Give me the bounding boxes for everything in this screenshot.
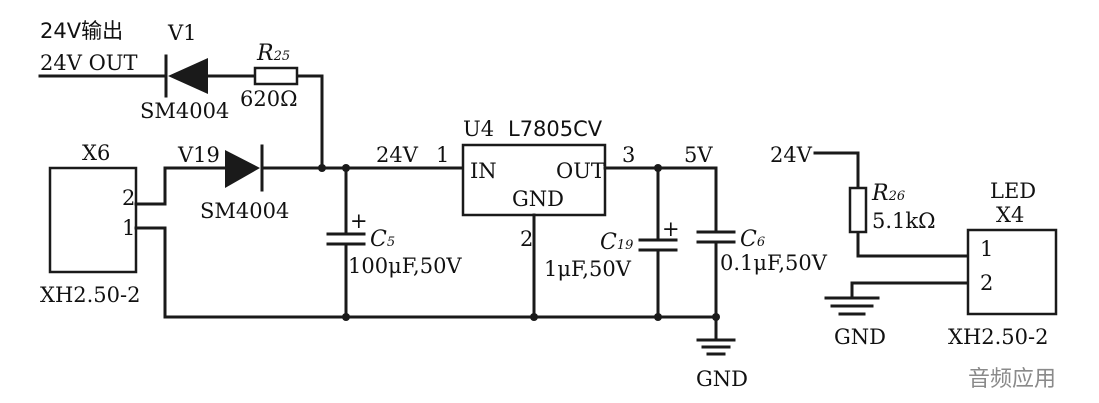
u4-pin3: 3 [622,143,635,167]
x6-pin1: 1 [122,216,135,240]
r25-value: 620Ω [240,87,298,111]
u4-ref: U4 [463,117,494,141]
u4-pin-gnd: GND [512,187,564,211]
led-title: LED [990,179,1036,203]
output-line [38,74,324,170]
v1-part: SM4004 [140,99,229,123]
junction-gnd-c6 [712,313,720,321]
diode-v1 [164,54,208,98]
u4-pin2: 2 [520,227,533,251]
x4-pin1: 1 [980,237,993,261]
resistor-r25 [253,66,299,86]
x6-part: XH2.50-2 [40,283,140,307]
r26-value: 5.1kΩ [872,209,936,233]
rail-5v [603,166,718,242]
junction-gnd-u4 [530,313,538,321]
c19-value: 1μF,50V [544,257,632,281]
c5-value: 100μF,50V [348,254,462,278]
connector-x4 [966,228,1058,316]
capacitor-c19 [638,238,678,319]
r26-ref: R26 [871,181,905,206]
c6-ref: C6 [740,227,765,252]
u4-part: L7805CV [508,117,603,141]
x4-pin2: 2 [980,271,993,295]
resistor-r26 [848,186,868,234]
connector-x6 [48,166,138,274]
c6-value: 0.1μF,50V [720,251,828,275]
v19-ref: V19 [177,143,220,167]
x4-ref: X4 [996,203,1024,227]
led-gnd-label: GND [834,325,886,349]
net-24v-label: 24V [376,143,419,167]
output-label-cn: 24V输出 [40,19,123,43]
junction-r25 [318,164,326,172]
u4-pin-out: OUT [556,159,605,183]
c19-ref: C19 [600,230,633,255]
led-supply-label: 24V [770,143,813,167]
net-5v-label: 5V [684,143,713,167]
ground-rail [163,315,736,356]
x6-ref: X6 [82,141,110,165]
junction-c19-top [654,164,662,172]
c5-plus: + [350,209,368,233]
u4-pin1: 1 [436,143,449,167]
v1-ref: V1 [167,21,197,45]
v19-part: SM4004 [200,199,289,223]
u4-pin-in: IN [470,159,497,183]
r25-ref: R25 [256,41,290,66]
watermark: 音频应用 [968,367,1056,392]
x6-pin2: 2 [122,186,135,210]
diode-v19 [225,144,264,192]
capacitor-c5 [326,166,366,319]
c5-ref: C5 [370,227,395,252]
junction-gnd-c5 [342,313,350,321]
led-circuit-wiring [813,151,970,316]
capacitor-c6 [696,230,736,319]
gnd-main-label: GND [696,367,748,391]
junction-gnd-c19 [654,313,662,321]
output-label-en: 24V OUT [40,51,137,75]
x6-wiring [134,166,227,319]
x4-part: XH2.50-2 [948,325,1048,349]
c19-plus: + [662,217,680,241]
